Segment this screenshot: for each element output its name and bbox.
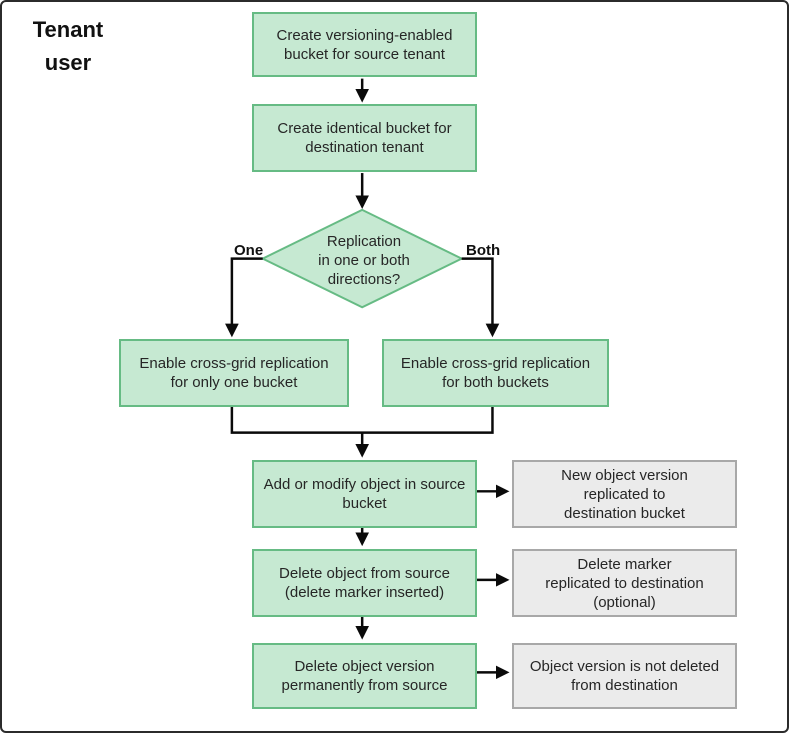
result-note-delete-marker-replicated: Delete marker replicated to destination … [512,549,737,617]
result-note-new-version-replicated: New object version replicated to destina… [512,460,737,528]
result-note-version-not-deleted: Object version is not deleted from desti… [512,643,737,709]
merge-connector [230,406,494,434]
flow-node-create-source-bucket: Create versioning-enabled bucket for sou… [252,12,477,77]
flow-node-enable-one-bucket: Enable cross-grid replication for only o… [119,339,349,407]
flow-node-add-modify-object: Add or modify object in source bucket [252,460,477,528]
diagram-title: Tenant user [32,17,104,75]
flow-node-create-destination-bucket: Create identical bucket for destination … [252,104,477,172]
decision-replication-directions: Replication in one or both directions? [318,232,410,288]
flow-node-delete-object: Delete object from source (delete marker… [252,549,477,617]
branch-label-one: One [234,242,264,259]
flow-node-delete-version: Delete object version permanently from s… [252,643,477,709]
branch-label-both: Both [466,242,501,259]
arrow-branch-both [461,257,500,338]
flow-node-enable-both-buckets: Enable cross-grid replication for both b… [382,339,609,407]
arrow-branch-one [225,257,263,338]
